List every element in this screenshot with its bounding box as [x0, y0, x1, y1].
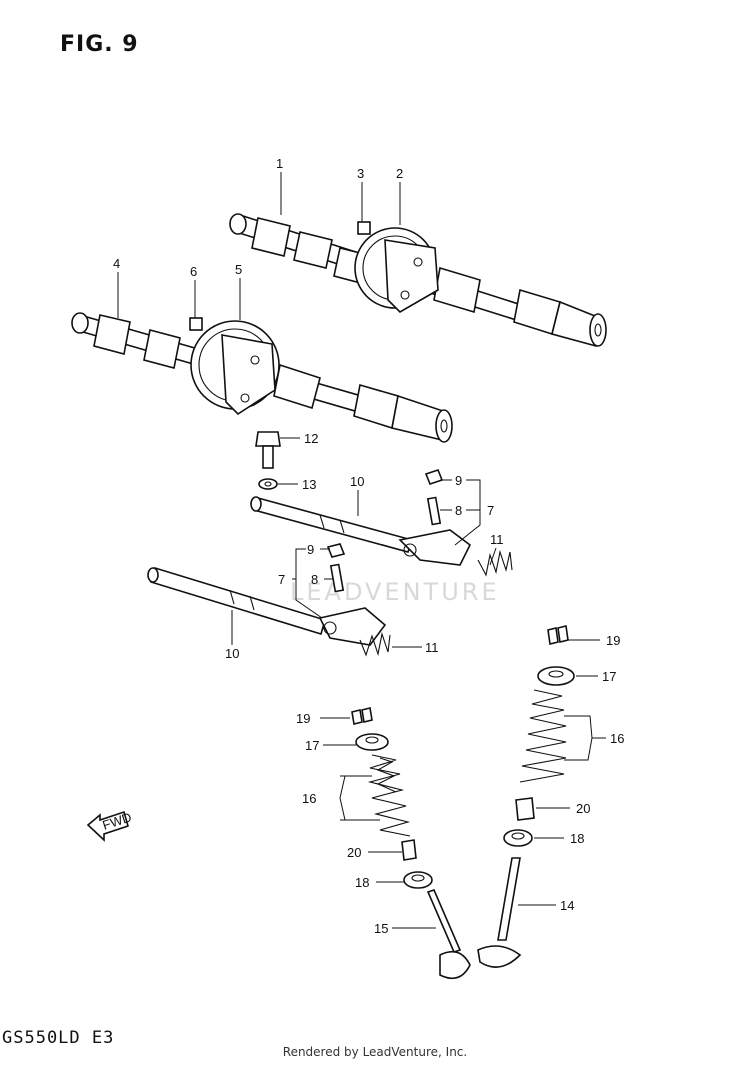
- left-valve-spring[interactable]: [367, 754, 411, 837]
- left-valve-stem-seal[interactable]: [401, 839, 417, 861]
- callout-20-right: 20: [576, 801, 590, 816]
- figure-title: FIG. 9: [60, 32, 139, 57]
- callout-18-right: 18: [570, 831, 584, 846]
- callout-4: 4: [113, 256, 120, 271]
- callouts: 1 2 3 4 5 6 12 13 10 9 8 7 11 9 7 8 10 1…: [113, 156, 624, 936]
- callout-12: 12: [304, 431, 318, 446]
- bolt[interactable]: [255, 431, 281, 469]
- right-spring-seat[interactable]: [503, 829, 533, 847]
- right-retainer[interactable]: [537, 666, 575, 686]
- upper-sprocket-bolt[interactable]: [357, 221, 371, 235]
- callout-9-lower: 9: [307, 542, 314, 557]
- lower-rocker-shaft[interactable]: [147, 566, 326, 636]
- callout-10-lower: 10: [225, 646, 239, 661]
- callout-5: 5: [235, 262, 242, 277]
- upper-rocker-spring[interactable]: [477, 549, 513, 577]
- callout-8-upper: 8: [455, 503, 462, 518]
- callout-11-upper: 11: [490, 532, 504, 547]
- callout-15: 15: [374, 921, 388, 936]
- callout-7-upper: 7: [487, 503, 494, 518]
- callout-19-left: 19: [296, 711, 310, 726]
- lower-rocker-arm[interactable]: [318, 607, 387, 646]
- watermark-text: LEADVENTURE: [290, 578, 500, 606]
- callout-1: 1: [276, 156, 283, 171]
- washer[interactable]: [258, 478, 278, 490]
- callout-6: 6: [190, 264, 197, 279]
- right-cotter[interactable]: [547, 625, 569, 645]
- callout-16-left: 16: [302, 791, 316, 806]
- upper-rocker-arm[interactable]: [398, 529, 472, 566]
- lower-cam-sprocket[interactable]: [190, 320, 280, 416]
- callout-20-left: 20: [347, 845, 361, 860]
- callout-14: 14: [560, 898, 574, 913]
- lower-adjust-nut[interactable]: [326, 543, 346, 558]
- callout-3: 3: [357, 166, 364, 181]
- lower-rocker-spring[interactable]: [359, 631, 391, 657]
- lower-sprocket-bolt[interactable]: [189, 317, 203, 331]
- callout-9-upper: 9: [455, 473, 462, 488]
- model-code: GS550LD E3: [2, 1028, 115, 1048]
- left-valve[interactable]: [426, 889, 471, 980]
- leader-lines: [117, 172, 606, 929]
- callout-11-lower: 11: [425, 640, 439, 655]
- left-spring-seat[interactable]: [403, 871, 433, 889]
- upper-rocker-shaft[interactable]: [250, 496, 414, 553]
- callout-10-upper: 10: [350, 474, 364, 489]
- callout-2: 2: [396, 166, 403, 181]
- upper-cam-sprocket[interactable]: [354, 227, 439, 314]
- callout-19-right: 19: [606, 633, 620, 648]
- callout-16-right: 16: [610, 731, 624, 746]
- callout-17-left: 17: [305, 738, 319, 753]
- right-valve-stem-seal[interactable]: [515, 797, 535, 821]
- left-cotter[interactable]: [351, 707, 373, 725]
- callout-18-left: 18: [355, 875, 369, 890]
- callout-17-right: 17: [602, 669, 616, 684]
- upper-adjust-nut[interactable]: [424, 469, 444, 485]
- left-retainer[interactable]: [355, 733, 389, 751]
- forward-arrow: FWD: [86, 809, 133, 842]
- callout-8-lower: 8: [311, 572, 318, 587]
- callout-7-lower: 7: [278, 572, 285, 587]
- footer-credit: Rendered by LeadVenture, Inc.: [282, 1045, 468, 1059]
- right-valve-spring[interactable]: [519, 689, 567, 783]
- callout-13: 13: [302, 477, 316, 492]
- right-valve[interactable]: [477, 857, 522, 968]
- upper-adjust-screw[interactable]: [426, 496, 442, 526]
